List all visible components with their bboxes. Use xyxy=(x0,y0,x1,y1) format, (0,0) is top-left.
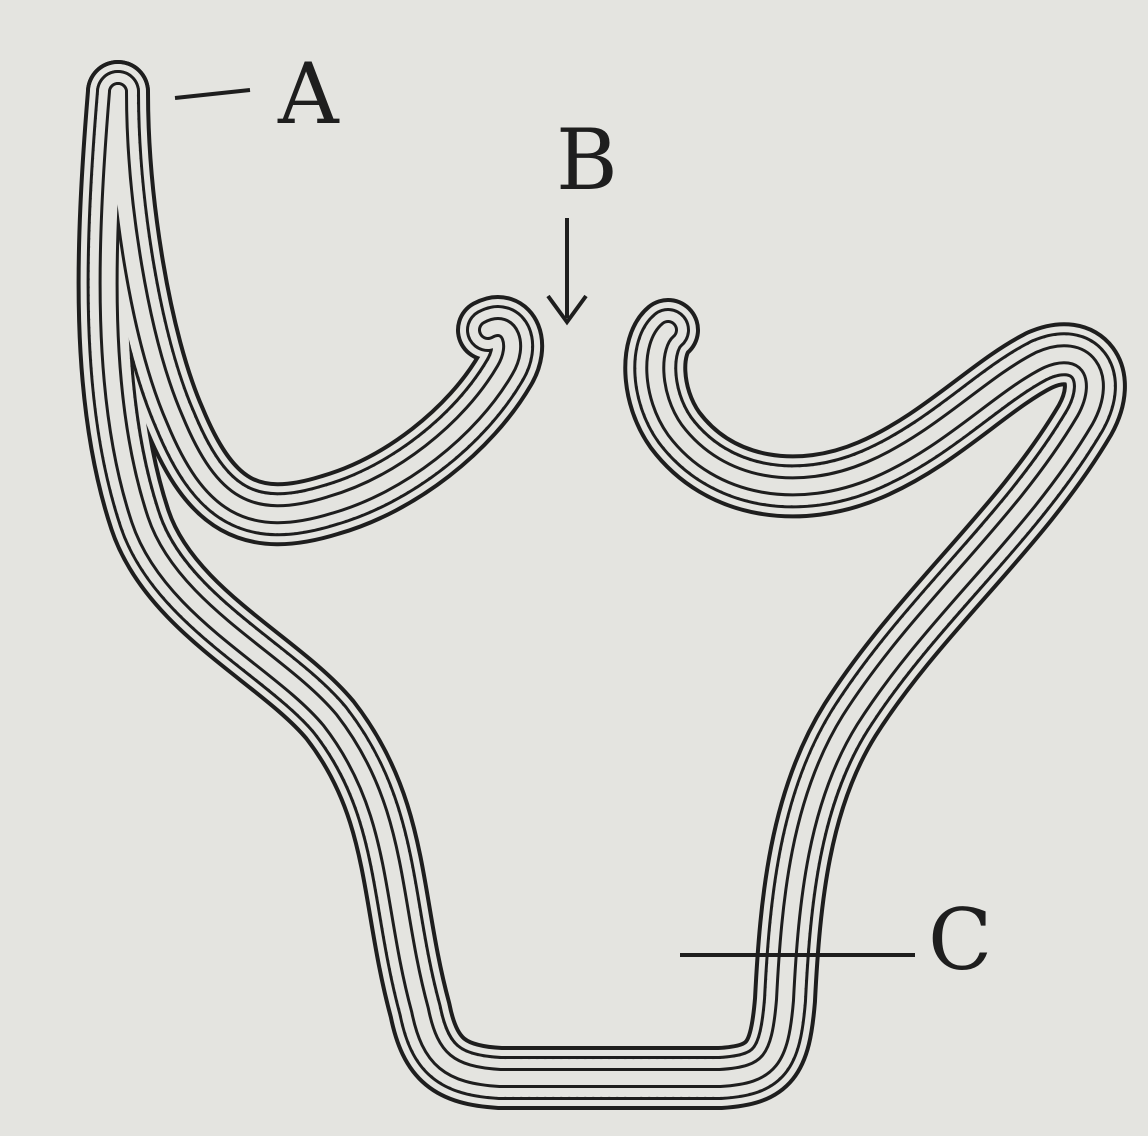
arrow-b xyxy=(548,218,586,322)
label-b: B xyxy=(556,118,618,202)
label-c: C xyxy=(928,898,992,982)
pointer-line-a xyxy=(175,90,250,98)
label-a: A xyxy=(278,52,339,136)
